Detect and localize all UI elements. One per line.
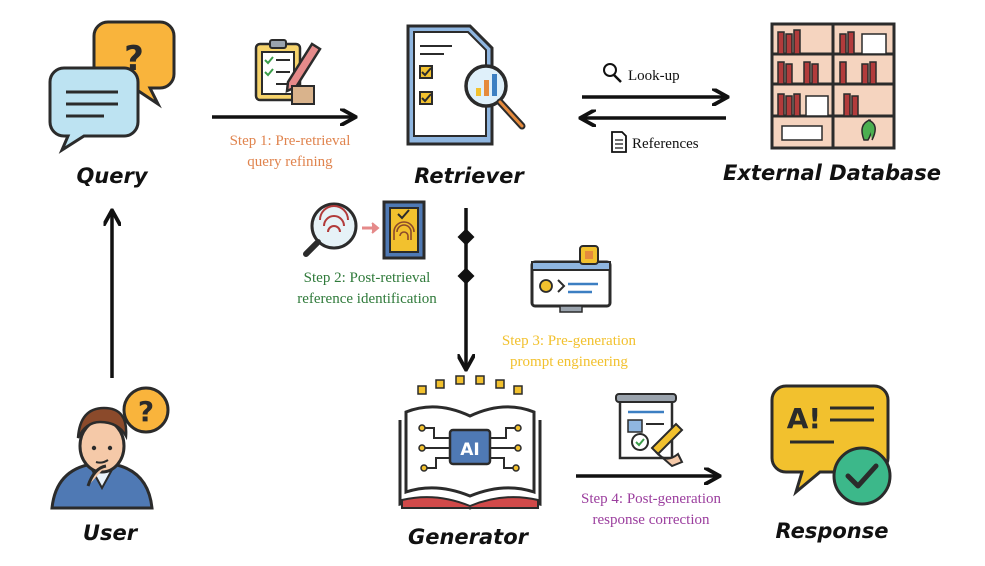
fingerprint-scan-icon: [303, 200, 426, 260]
svg-text:AI: AI: [460, 440, 479, 460]
step1-label: Step 1: Pre-retrieval query refining: [230, 133, 351, 170]
lookup-text: Look-up: [628, 68, 680, 84]
step2-label: Step 2: Post-retrieval reference identif…: [297, 270, 437, 307]
monitor-code-icon: [530, 245, 612, 313]
generator-label: Generator: [408, 525, 530, 549]
step2-line1: Step 2: Post-retrieval: [304, 270, 431, 286]
ai-response-check-icon: A!: [770, 384, 892, 506]
step1-line1: Step 1: Pre-retrieval: [230, 133, 351, 149]
svg-text:A!: A!: [787, 402, 821, 435]
svg-text:?: ?: [138, 395, 154, 428]
step3-line2: prompt engineering: [510, 354, 628, 370]
references-label: References: [611, 131, 699, 153]
thinking-person-icon: ?: [50, 386, 170, 510]
speech-bubbles-icon: ?: [48, 20, 176, 154]
document-icon: [611, 131, 627, 153]
references-text: References: [632, 136, 699, 152]
retriever-label: Retriever: [414, 164, 525, 188]
step1-line2: query refining: [247, 154, 333, 170]
clipboard-checklist-icon: [254, 39, 322, 105]
document-edit-icon: [615, 393, 684, 468]
database-label: External Database: [723, 161, 941, 185]
step4-line2: response correction: [592, 512, 710, 528]
user-label: User: [83, 521, 139, 545]
ai-book-icon: AI: [398, 375, 542, 510]
step4-line1: Step 4: Post-generation: [581, 491, 721, 507]
magnifier-icon: [603, 63, 617, 77]
step3-junction-marker: [457, 267, 475, 285]
step2-line2: reference identification: [297, 291, 437, 307]
bookshelf-icon: [770, 22, 896, 150]
document-magnifier-icon: [406, 24, 526, 146]
step4-label: Step 4: Post-generation response correct…: [581, 491, 721, 528]
step3-line1: Step 3: Pre-generation: [502, 333, 637, 349]
step2-junction-marker: [457, 228, 475, 246]
response-label: Response: [775, 519, 888, 543]
step3-label: Step 3: Pre-generation prompt engineerin…: [502, 333, 637, 370]
lookup-label: Look-up: [603, 63, 680, 84]
query-label: Query: [76, 164, 148, 188]
